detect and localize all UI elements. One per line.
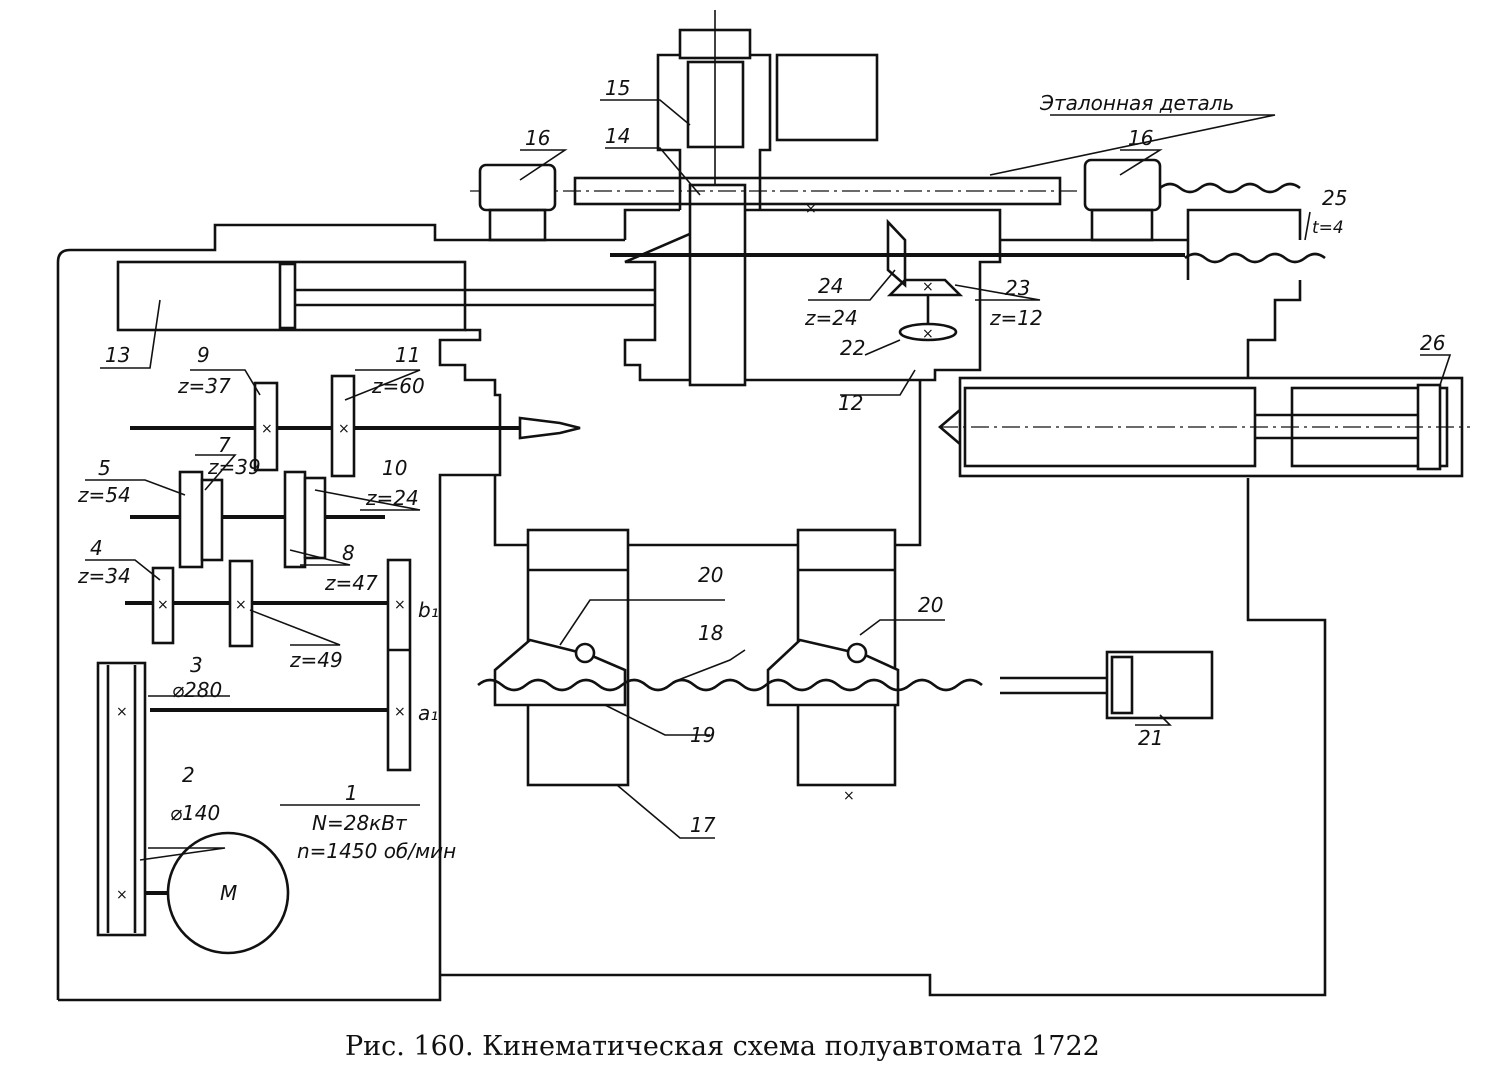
teeth-24: z=24 <box>804 306 858 330</box>
label-2: 2 <box>182 763 195 787</box>
label-15: 15 <box>605 76 630 100</box>
label-25-pitch: t=4 <box>1312 218 1344 238</box>
gear-5 <box>178 470 204 569</box>
gear-centers: × × × × × × × × × × × × <box>116 201 934 903</box>
label-1: 1 <box>345 781 358 805</box>
label-26: 26 <box>1420 331 1445 355</box>
label-11: 11 <box>395 343 420 367</box>
label-3: 3 <box>190 653 203 677</box>
teeth-23: z=12 <box>989 306 1043 330</box>
label-19: 19 <box>690 723 715 747</box>
gear-6 <box>228 559 254 648</box>
label-20-left: 20 <box>698 563 723 587</box>
center-16-right <box>1083 158 1162 212</box>
handwheel-22 <box>898 322 958 342</box>
label-14: 14 <box>605 124 630 148</box>
label-20-right: 20 <box>918 593 943 617</box>
svg-text:×: × <box>116 887 128 903</box>
screw-18 <box>477 678 983 692</box>
label-5: 5 <box>98 456 111 480</box>
cylinder-21 <box>1105 650 1214 720</box>
label-17: 17 <box>690 813 716 837</box>
label-9: 9 <box>197 343 210 367</box>
gear-9 <box>253 381 279 472</box>
figure-caption: Рис. 160. Кинематическая схема полуавтом… <box>345 1031 1100 1062</box>
svg-text:×: × <box>394 597 406 613</box>
svg-text:×: × <box>116 704 128 720</box>
svg-text:×: × <box>338 421 350 437</box>
change-gears-a1-b1 <box>386 558 412 772</box>
teeth-9: z=37 <box>177 374 231 398</box>
spindle-head-14 <box>688 183 747 387</box>
motor <box>166 831 290 955</box>
center-16-left <box>478 163 557 212</box>
bevel-gear-24 <box>886 218 907 288</box>
label-12: 12 <box>838 391 863 415</box>
svg-text:×: × <box>922 326 934 342</box>
svg-text:×: × <box>805 201 817 217</box>
right-frame <box>440 208 1327 997</box>
label-16-right: 16 <box>1128 126 1153 150</box>
gear-7 <box>200 478 224 562</box>
carriage-12 <box>623 208 1002 382</box>
teeth-7: z=39 <box>207 455 261 479</box>
label-13: 13 <box>105 343 130 367</box>
gear-11 <box>330 374 356 478</box>
teeth-4: z=34 <box>77 564 131 588</box>
svg-text:×: × <box>157 597 169 613</box>
left-frame <box>56 223 625 1002</box>
motor-power: N=28кВт <box>312 811 408 835</box>
teeth-10: z=24 <box>365 486 419 510</box>
tool-holder <box>775 53 879 142</box>
gear-10 <box>303 476 327 560</box>
copy-screw-25 <box>1184 252 1326 264</box>
label-25: 25 <box>1322 186 1347 210</box>
belt-drive <box>96 661 147 937</box>
svg-text:×: × <box>261 421 273 437</box>
svg-text:×: × <box>843 788 855 804</box>
motor-label: M <box>220 881 237 905</box>
label-18: 18 <box>698 621 723 645</box>
stop-20-left <box>574 642 596 664</box>
bevel-gear-23 <box>886 278 964 297</box>
label-4: 4 <box>90 536 103 560</box>
motor-speed: n=1450 об/мин <box>297 839 456 863</box>
piston-13 <box>278 262 297 330</box>
label-b1: b₁ <box>418 598 439 622</box>
label-a1: a₁ <box>418 701 438 725</box>
svg-text:×: × <box>235 597 247 613</box>
label-10: 10 <box>382 456 407 480</box>
label-24: 24 <box>818 274 843 298</box>
center-tip <box>518 416 581 440</box>
label-21: 21 <box>1138 726 1163 750</box>
svg-text:×: × <box>394 704 406 720</box>
teeth-8: z=47 <box>324 571 378 595</box>
diameter-2: ⌀140 <box>170 801 220 825</box>
label-22: 22 <box>840 336 865 360</box>
svg-text:×: × <box>922 279 934 295</box>
label-16-left: 16 <box>525 126 550 150</box>
teeth-6: z=49 <box>289 648 343 672</box>
label-23: 23 <box>1005 276 1030 300</box>
label-reference-part: Эталонная деталь <box>1039 91 1234 115</box>
label-7: 7 <box>218 433 231 457</box>
teeth-11: z=60 <box>371 374 425 398</box>
teeth-5: z=54 <box>77 483 131 507</box>
gear-4 <box>151 566 175 645</box>
diameter-3: ⌀280 <box>172 678 222 702</box>
stop-20-right <box>846 642 868 664</box>
label-8: 8 <box>342 541 355 565</box>
